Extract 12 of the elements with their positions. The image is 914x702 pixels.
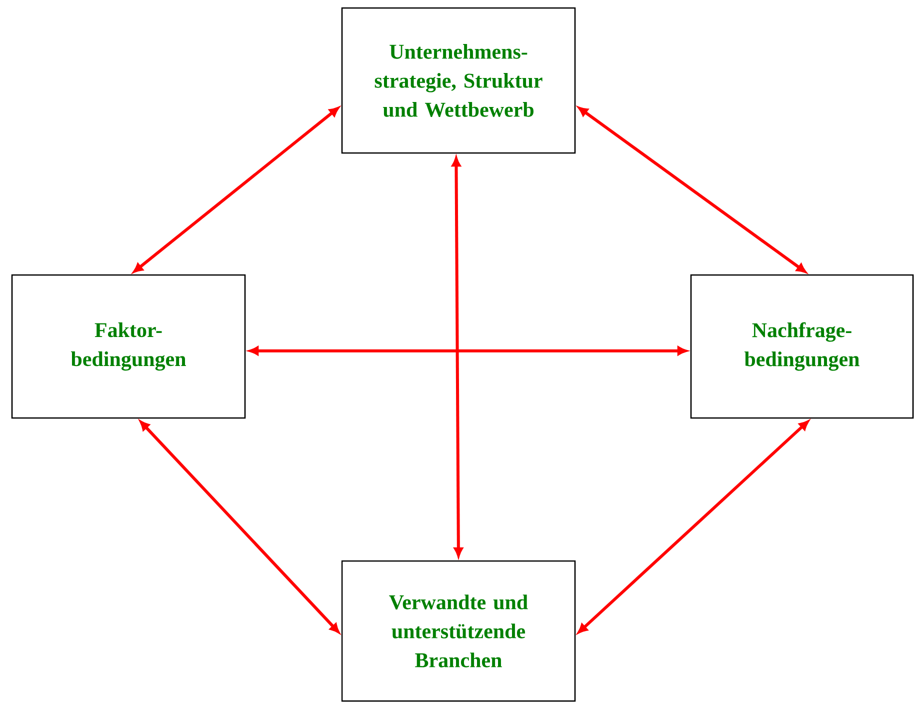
- double-arrow: [140, 420, 340, 634]
- factor-box: [341, 560, 576, 702]
- double-arrow: [578, 106, 806, 273]
- factor-box: [11, 274, 246, 419]
- factor-box: [690, 274, 914, 419]
- double-arrow: [578, 420, 809, 634]
- box-label: Nachfrage- bedingungen: [744, 322, 860, 371]
- box-label: Unternehmens- strategie, Struktur und Wettbewerb: [374, 44, 542, 117]
- box-label: Faktor- bedingungen: [71, 322, 186, 371]
- double-arrow: [133, 107, 339, 273]
- factor-box: [341, 7, 576, 154]
- box-label: Verwandte und unterstützende Branchen: [389, 594, 528, 668]
